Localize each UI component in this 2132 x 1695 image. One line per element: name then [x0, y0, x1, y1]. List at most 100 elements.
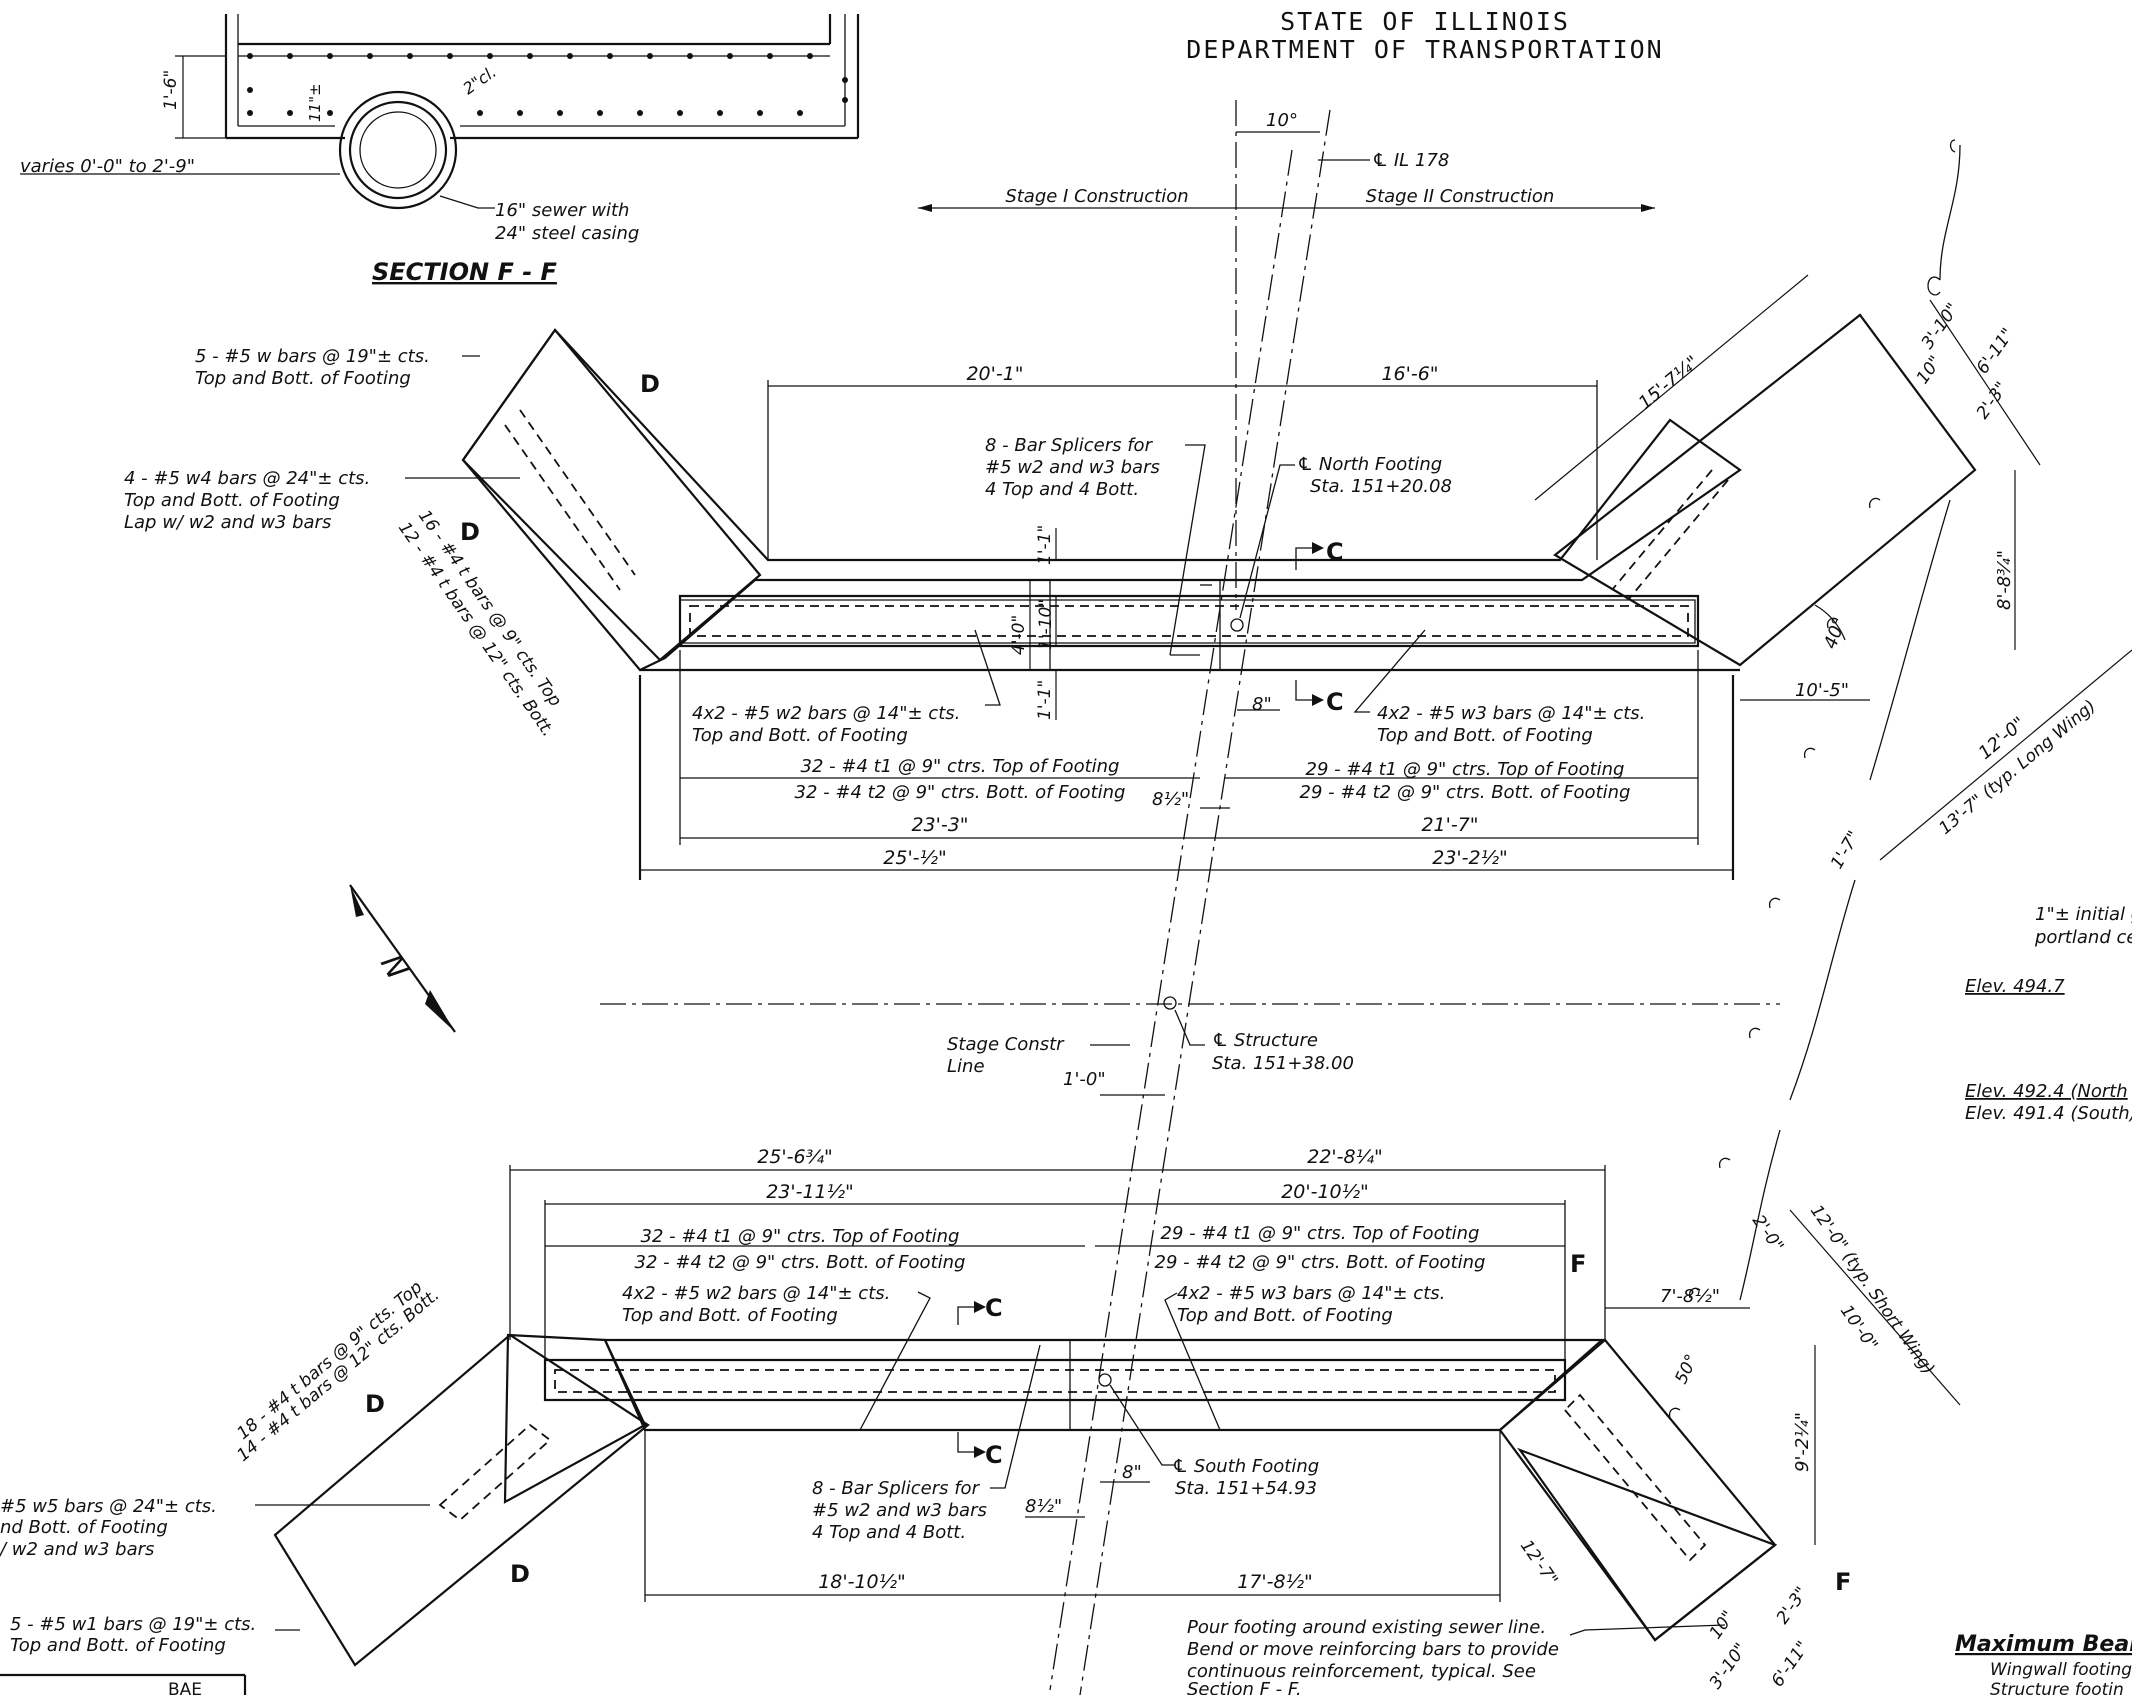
structure-footing-note: Structure footin: [1990, 1680, 2124, 1695]
north-cl-station: Sta. 151+20.08: [1310, 476, 1452, 497]
south-dim-20-10: 20'-10½": [1281, 1181, 1369, 1203]
cl-structure: ℄ Structure: [1212, 1030, 1318, 1051]
north-dim-4-0: 4'-0": [1009, 615, 1029, 655]
stage1-label: Stage I Construction: [1005, 186, 1188, 207]
south-dim-6-11: 6'-11": [1768, 1638, 1814, 1691]
centerlines: 10° ℄ IL 178 Stage I Construction Stage …: [600, 100, 1780, 1695]
north-dim-20-1: 20'-1": [966, 363, 1023, 385]
north-sec-c-top: C: [1326, 538, 1344, 566]
south-dim-2-0: 2'-0": [1748, 1211, 1787, 1255]
right-notes: 1"± initial g portland ce Elev. 494.7 El…: [1668, 139, 2132, 1695]
elev-492-4: Elev. 492.4 (North: [1965, 1081, 2128, 1102]
stage-line-1: Stage Constr: [947, 1034, 1065, 1055]
north-dim-1-10: 1'-10": [1036, 599, 1056, 650]
south-w1-1: 5 - #5 w1 bars @ 19"± cts.: [10, 1614, 256, 1635]
north-sec-c-bot: C: [1326, 688, 1344, 716]
north-splice-2: #5 w2 and w3 bars: [985, 457, 1160, 478]
elev-491-4: Elev. 491.4 (South): [1965, 1103, 2132, 1124]
north-sec-d1: D: [640, 370, 660, 398]
north-w4-2: Top and Bott. of Footing: [124, 490, 340, 511]
south-dim-17-8: 17'-8½": [1237, 1571, 1313, 1593]
south-angle-50: 50°: [1671, 1351, 1702, 1387]
north-t-bott: 12 - #4 t bars @ 12" cts. Bott.: [394, 518, 558, 740]
title-block-fragment: BAE: [0, 1673, 247, 1695]
north-dim-8-half: 8½": [1152, 789, 1189, 810]
south-dim-12-0-short: 12'-0" (typ. Short Wing): [1806, 1201, 1938, 1378]
elev-494-7: Elev. 494.7: [1965, 976, 2065, 997]
north-angle-40: 40°: [1820, 615, 1851, 652]
north-arrow: N: [349, 884, 456, 1033]
dim-1-6: 1'-6": [161, 70, 181, 110]
cl-structure-station: Sta. 151+38.00: [1212, 1053, 1354, 1074]
stage2-label: Stage II Construction: [1366, 186, 1555, 207]
south-dim-9-2: 9'-2¼": [1792, 1412, 1813, 1472]
wingwall-footing-note: Wingwall footing: [1990, 1660, 2132, 1680]
south-w2-1: 4x2 - #5 w2 bars @ 14"± cts.: [622, 1283, 890, 1304]
south-dim-8: 8": [1122, 1462, 1142, 1483]
north-dim-2-3: 2'-3": [1973, 378, 2012, 422]
north-w3-2: Top and Bott. of Footing: [1377, 725, 1593, 746]
north-dim-23-2half: 23'-2½": [1432, 847, 1508, 869]
north-dim-1-1-top: 1'-1": [1035, 525, 1055, 565]
dim-11-approx: 11"±: [306, 83, 324, 122]
north-t2-right: 29 - #4 t2 @ 9" ctrs. Bott. of Footing: [1300, 782, 1631, 803]
north-arrow-label: N: [373, 949, 415, 986]
header-state: STATE OF ILLINOIS: [1280, 7, 1570, 36]
south-t1-left: 32 - #4 t1 @ 9" ctrs. Top of Footing: [641, 1226, 960, 1247]
south-sec-d1: D: [365, 1390, 385, 1418]
south-t-bott: 14 - #4 t bars @ 12" cts. Bott.: [233, 1285, 443, 1466]
north-dim-23-3: 23'-3": [911, 814, 968, 836]
south-dim-23-11: 23'-11½": [766, 1181, 854, 1203]
south-t1-right: 29 - #4 t1 @ 9" ctrs. Top of Footing: [1161, 1223, 1480, 1244]
south-splice-1: 8 - Bar Splicers for: [812, 1478, 981, 1499]
sewer-note-1: 16" sewer with: [495, 200, 629, 221]
south-dim-22-8: 22'-8¼": [1307, 1146, 1383, 1168]
north-dim-8-8: 8'-8¾": [1994, 550, 2015, 610]
north-w2-2: Top and Bott. of Footing: [692, 725, 908, 746]
stage-offset: 1'-0": [1063, 1069, 1106, 1090]
north-w-bars-1: 5 - #5 w bars @ 19"± cts.: [195, 346, 430, 367]
cl-il178: ℄ IL 178: [1372, 150, 1449, 171]
south-dim-8-half: 8½": [1025, 1496, 1062, 1517]
varies-dim: varies 0'-0" to 2'-9": [20, 156, 195, 177]
north-cl-footing: ℄ North Footing: [1297, 454, 1442, 475]
north-t-top: 16 - #4 t bars @ 9" cts. Top: [414, 506, 565, 710]
south-dim-2-3: 2'-3": [1773, 1583, 1812, 1627]
sewer-note-2: 24" steel casing: [495, 223, 639, 244]
north-dim-6-11: 6'-11": [1973, 325, 2019, 378]
north-splice-1: 8 - Bar Splicers for: [985, 435, 1154, 456]
south-t2-right: 29 - #4 t2 @ 9" ctrs. Bott. of Footing: [1155, 1252, 1486, 1273]
north-dim-16-6: 16'-6": [1381, 363, 1438, 385]
south-splice-2: #5 w2 and w3 bars: [812, 1500, 987, 1521]
pour-note-2: Bend or move reinforcing bars to provide: [1187, 1639, 1559, 1660]
north-t1-left: 32 - #4 t1 @ 9" ctrs. Top of Footing: [801, 756, 1120, 777]
south-dim-12-7: 12'-7": [1516, 1536, 1562, 1589]
dim-2-clear: 2"cl.: [459, 62, 499, 98]
pour-note-1: Pour footing around existing sewer line.: [1187, 1617, 1546, 1638]
north-sec-d2: D: [460, 518, 480, 546]
north-w4-3: Lap w/ w2 and w3 bars: [124, 512, 331, 533]
south-t-top: 18 - #4 t bars @ 9" cts. Top: [233, 1277, 426, 1444]
pour-note-3: continuous reinforcement, typical. See: [1187, 1661, 1536, 1682]
north-dim-8: 8": [1252, 694, 1272, 715]
south-w3-2: Top and Bott. of Footing: [1177, 1305, 1393, 1326]
south-splice-3: 4 Top and 4 Bott.: [812, 1522, 966, 1543]
north-dim-10: 10": [1913, 352, 1946, 388]
south-dim-18-10: 18'-10½": [818, 1571, 906, 1593]
north-w3-1: 4x2 - #5 w3 bars @ 14"± cts.: [1377, 703, 1645, 724]
max-bearing-title: Maximum Bear: [1955, 1632, 2132, 1657]
south-w3-1: 4x2 - #5 w3 bars @ 14"± cts.: [1177, 1283, 1445, 1304]
section-ff-detail: 1'-6" 11"± 2"cl. varies 0'-0" to 2'-9" 1…: [20, 14, 860, 286]
south-dim-25-6: 25'-6¾": [757, 1146, 833, 1168]
south-w5-3: / w2 and w3 bars: [0, 1539, 154, 1560]
north-t1-right: 29 - #4 t1 @ 9" ctrs. Top of Footing: [1306, 759, 1625, 780]
north-t2-left: 32 - #4 t2 @ 9" ctrs. Bott. of Footing: [795, 782, 1126, 803]
south-sec-f1: F: [1570, 1250, 1586, 1278]
north-dim-3-10: 3'-10": [1918, 300, 1964, 353]
north-dim-21-7: 21'-7": [1421, 814, 1478, 836]
south-w2-2: Top and Bott. of Footing: [622, 1305, 838, 1326]
south-w5-2: nd Bott. of Footing: [0, 1517, 168, 1538]
south-w1-2: Top and Bott. of Footing: [10, 1635, 226, 1656]
north-w4-1: 4 - #5 w4 bars @ 24"± cts.: [124, 468, 370, 489]
